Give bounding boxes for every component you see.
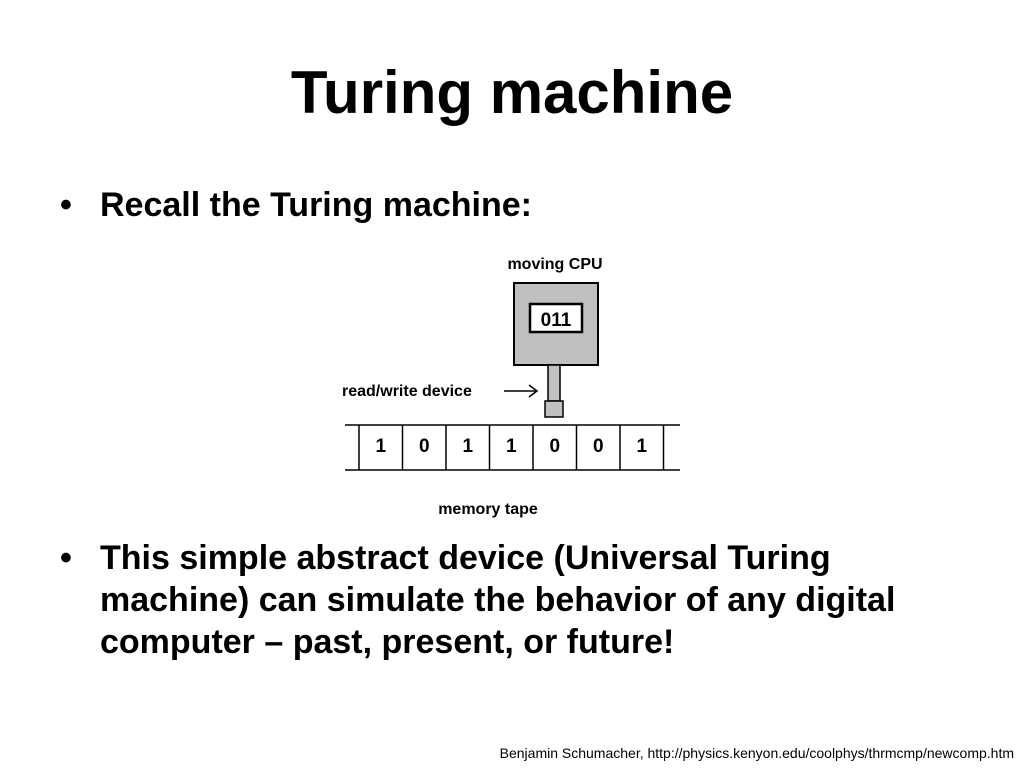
bullet-universal: • This simple abstract device (Universal… (60, 537, 970, 663)
tape-cell-value: 1 (462, 436, 473, 457)
bullet-marker: • (60, 539, 72, 577)
state-register (528, 302, 584, 334)
arrow-right-icon (504, 384, 539, 398)
tape-cell-value: 1 (506, 436, 517, 457)
tape-cell-value: 1 (636, 436, 647, 457)
bullet-text: Recall the Turing machine: (100, 186, 533, 224)
state-register-value: 011 (541, 310, 572, 331)
head-stem (547, 364, 561, 402)
tape-cell-value: 0 (593, 436, 604, 457)
head-label: read/write device (342, 383, 472, 400)
cpu-label: moving CPU (507, 256, 602, 273)
tape-cell-value: 0 (549, 436, 560, 457)
tape-cell-value: 1 (375, 436, 386, 457)
head-tip (544, 400, 564, 418)
tape-label: memory tape (438, 501, 538, 518)
slide-title: Turing machine (290, 59, 734, 126)
tape-cell-value: 0 (419, 436, 430, 457)
bullet-text: This simple abstract device (Universal T… (100, 539, 896, 661)
footer-citation: Benjamin Schumacher, http://physics.keny… (499, 745, 1014, 761)
memory-tape: 1 0 1 1 0 0 1 (345, 424, 680, 471)
bullet-marker: • (60, 186, 72, 224)
bullet-recall: • Recall the Turing machine: (60, 184, 960, 226)
